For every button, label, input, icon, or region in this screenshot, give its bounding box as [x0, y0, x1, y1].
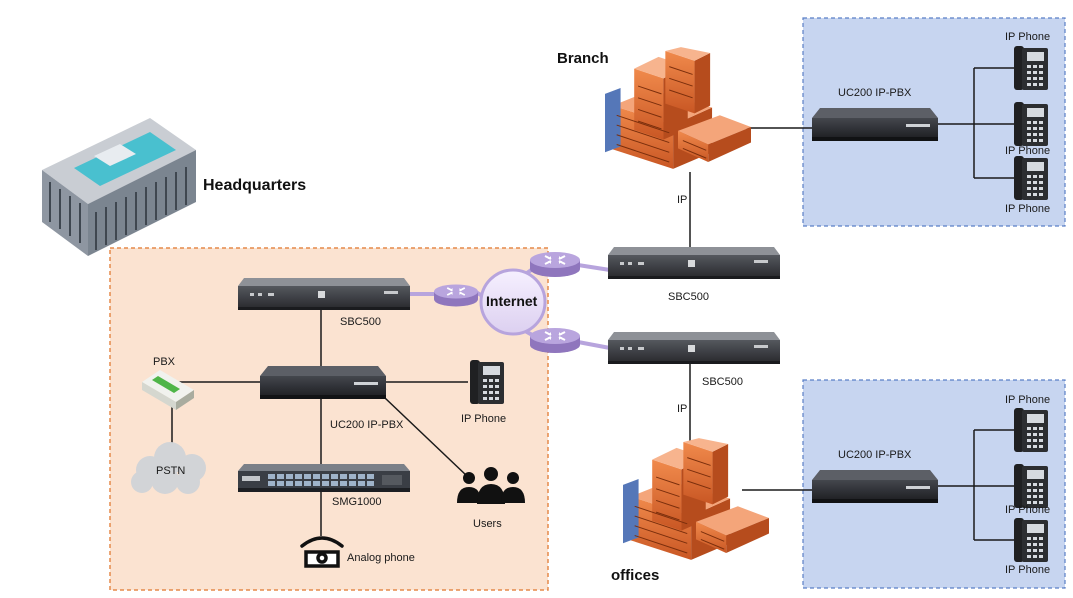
- hq-ucpbx-device-icon: [260, 366, 386, 399]
- branch-ip-phone-icon: [1014, 46, 1048, 90]
- users-label: Users: [473, 518, 502, 530]
- offices-ip-phone-icon: [1014, 464, 1048, 508]
- pstn-cloud-icon: [131, 442, 206, 494]
- pbx-label: PBX: [153, 356, 176, 368]
- branch-ucpbx-device-icon: [812, 108, 938, 141]
- analog-phone-label: Analog phone: [347, 552, 415, 564]
- branch-ip-phone-icon: [1014, 102, 1048, 146]
- internet-label: Internet: [486, 293, 538, 309]
- branch-ip-phone-label: IP Phone: [1005, 203, 1050, 215]
- offices-building-icon: [623, 437, 769, 561]
- offices-ip-phone-label: IP Phone: [1005, 564, 1050, 576]
- smg-label: SMG1000: [332, 496, 382, 508]
- branch-sbc-device-icon: [608, 247, 780, 279]
- offices-ucpbx-device-icon: [812, 470, 938, 503]
- hq-ucpbx-label: UC200 IP-PBX: [330, 419, 404, 431]
- router-icon-branch: [530, 251, 580, 278]
- hq-ip-phone-icon: [470, 360, 504, 404]
- offices-label: offices: [611, 567, 659, 584]
- offices-sbc-device-icon: [608, 332, 780, 364]
- smg-device-icon: [238, 464, 410, 492]
- branch-ip-phone-label: IP Phone: [1005, 145, 1050, 157]
- branch-label: Branch: [557, 50, 609, 67]
- branch-ucpbx-label: UC200 IP-PBX: [838, 87, 912, 99]
- offices-ip-phone-icon: [1014, 408, 1048, 452]
- offices-ip-phone-icon: [1014, 518, 1048, 562]
- branch-building-icon: [605, 46, 751, 170]
- hq-sbc-label: SBC500: [340, 316, 381, 328]
- offices-ip-phone-label: IP Phone: [1005, 504, 1050, 516]
- internet-cloud: [479, 268, 547, 336]
- router-icon-offices: [530, 327, 580, 354]
- offices-ucpbx-label: UC200 IP-PBX: [838, 449, 912, 461]
- headquarters-building-icon: [42, 118, 196, 256]
- hq-ip-phone-label: IP Phone: [461, 413, 506, 425]
- branch-ip-phone-label: IP Phone: [1005, 31, 1050, 43]
- branch-sbc-label: SBC500: [668, 291, 709, 303]
- hq-sbc-device-icon: [238, 278, 410, 310]
- offices-ip-phone-label: IP Phone: [1005, 394, 1050, 406]
- connection-lines: [171, 67, 1014, 541]
- branch-ip-phone-icon: [1014, 156, 1048, 200]
- headquarters-label: Headquarters: [203, 177, 306, 194]
- users-icon: [457, 467, 525, 504]
- offices-sbc-label: SBC500: [702, 376, 743, 388]
- pbx-device-icon: [142, 370, 194, 410]
- router-icon-hq: [434, 283, 478, 308]
- pstn-label: PSTN: [156, 465, 185, 477]
- ip-label-offices: IP: [677, 403, 687, 415]
- analog-phone-icon: [300, 536, 344, 568]
- ip-label-branch: IP: [677, 194, 687, 206]
